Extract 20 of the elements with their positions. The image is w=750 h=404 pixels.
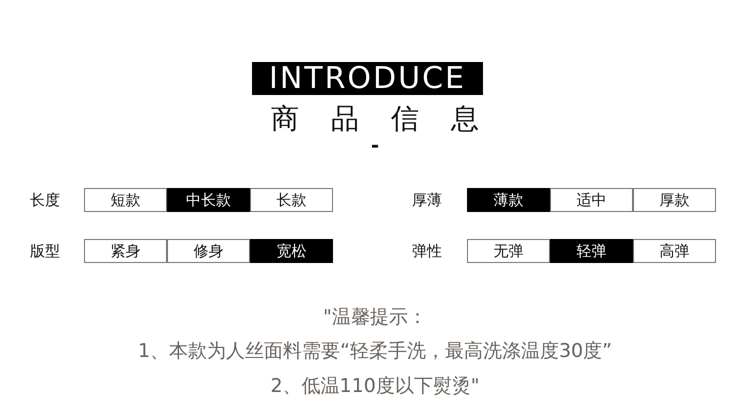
option-cell: 无弹 (467, 239, 550, 263)
row-label: 弹性 (412, 241, 442, 262)
row-label: 版型 (30, 241, 60, 262)
option-cell: 高弹 (633, 239, 716, 263)
selected-option: 中长款 (167, 188, 250, 212)
note-text: "温馨提示： (322, 305, 428, 330)
selected-option: 轻弹 (550, 239, 633, 263)
selected-option: 薄款 (467, 188, 550, 212)
option-cell: 紧身 (84, 239, 167, 263)
option-cell: 适中 (550, 188, 633, 212)
option-cell: 修身 (167, 239, 250, 263)
selected-option: 宽松 (250, 239, 333, 263)
row-label: 长度 (30, 190, 60, 211)
option-cell: 短款 (84, 188, 167, 212)
title-banner: INTRODUCE (252, 62, 483, 95)
option-cell: 长款 (250, 188, 333, 212)
note-text: 1、本款为人丝面料需要“轻柔手洗，最高洗涤温度30度” (137, 339, 613, 364)
option-cell: 厚款 (633, 188, 716, 212)
row-label: 厚薄 (412, 190, 442, 211)
note-text: 2、低温110度以下熨烫" (269, 374, 481, 399)
